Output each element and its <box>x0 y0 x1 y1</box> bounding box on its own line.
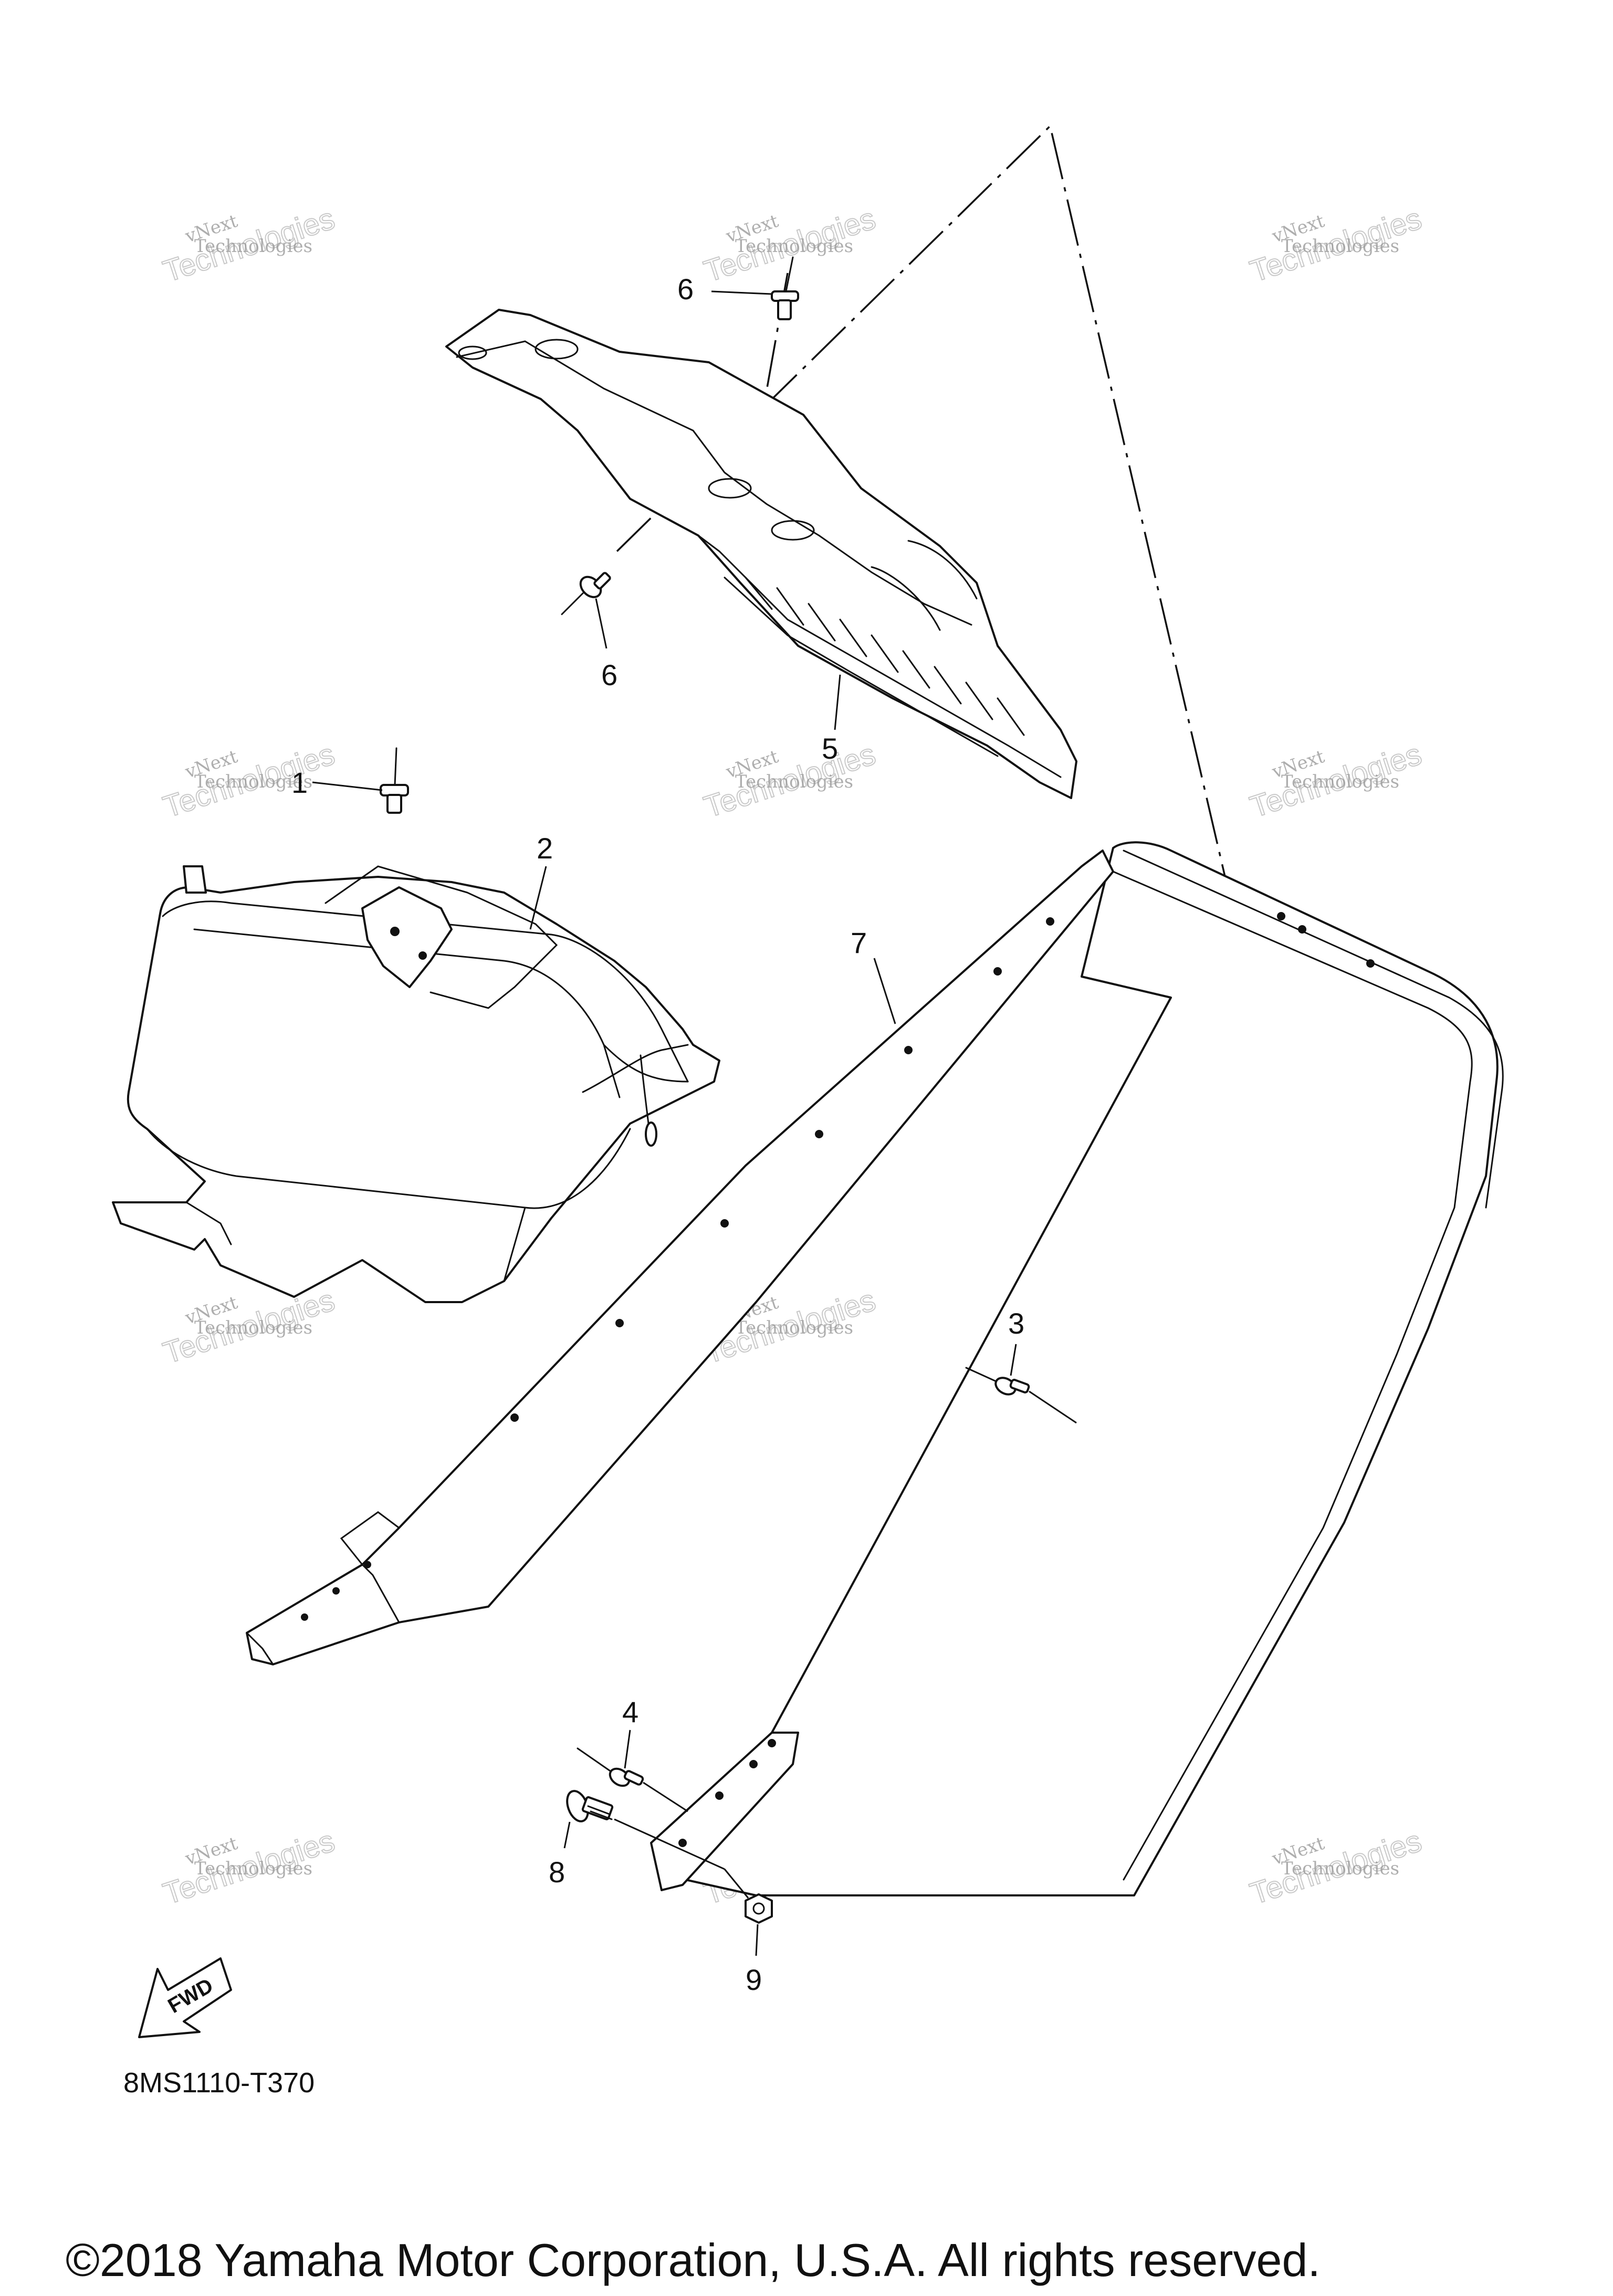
fwd-arrow-icon: FWD <box>138 1957 232 2038</box>
callout-2: 2 <box>537 832 553 865</box>
callout-8: 8 <box>549 1855 565 1889</box>
watermark-text: Technologies <box>1281 1858 1399 1879</box>
part-6-rivet-top <box>771 256 799 320</box>
callout-1: 1 <box>291 766 308 799</box>
callout-6-left: 6 <box>601 658 617 691</box>
watermark-text: Technologies <box>735 236 853 257</box>
part-9-nut <box>724 1869 773 1924</box>
copyright-notice: ©2018 Yamaha Motor Corporation, U.S.A. A… <box>66 2234 1321 2286</box>
callout-leaders <box>312 290 1017 1956</box>
callout-5: 5 <box>822 732 838 765</box>
part-7-frame <box>246 841 1504 1896</box>
callout-labels: 1 2 3 4 5 6 6 7 8 9 <box>291 272 1024 1996</box>
watermark-text: Technologies <box>194 1317 312 1338</box>
watermark-text: Technologies <box>194 771 312 792</box>
diagram-code: 8MS1110-T370 <box>123 2067 315 2099</box>
watermark-text: Technologies <box>194 1858 312 1879</box>
part-2-storage-bag <box>112 865 720 1303</box>
callout-9: 9 <box>746 1963 762 1996</box>
callout-4: 4 <box>622 1695 638 1728</box>
watermark-text: Technologies <box>1281 236 1399 257</box>
part-8-bolt <box>566 1790 725 1870</box>
part-4-rivet <box>577 1747 688 1812</box>
callout-6-top: 6 <box>677 272 694 306</box>
watermark-text: Technologies <box>194 236 312 257</box>
watermark-text: Technologies <box>1281 771 1399 792</box>
part-3-rivet <box>965 1367 1077 1424</box>
callout-7: 7 <box>851 926 867 959</box>
watermark-text: Technologies <box>735 1317 853 1338</box>
callout-3: 3 <box>1008 1307 1024 1340</box>
part-1-rivet <box>380 747 409 814</box>
part-5-rear-carrier <box>445 309 1077 799</box>
part-6-rivet-left <box>561 572 611 615</box>
watermark-text: Technologies <box>735 771 853 792</box>
